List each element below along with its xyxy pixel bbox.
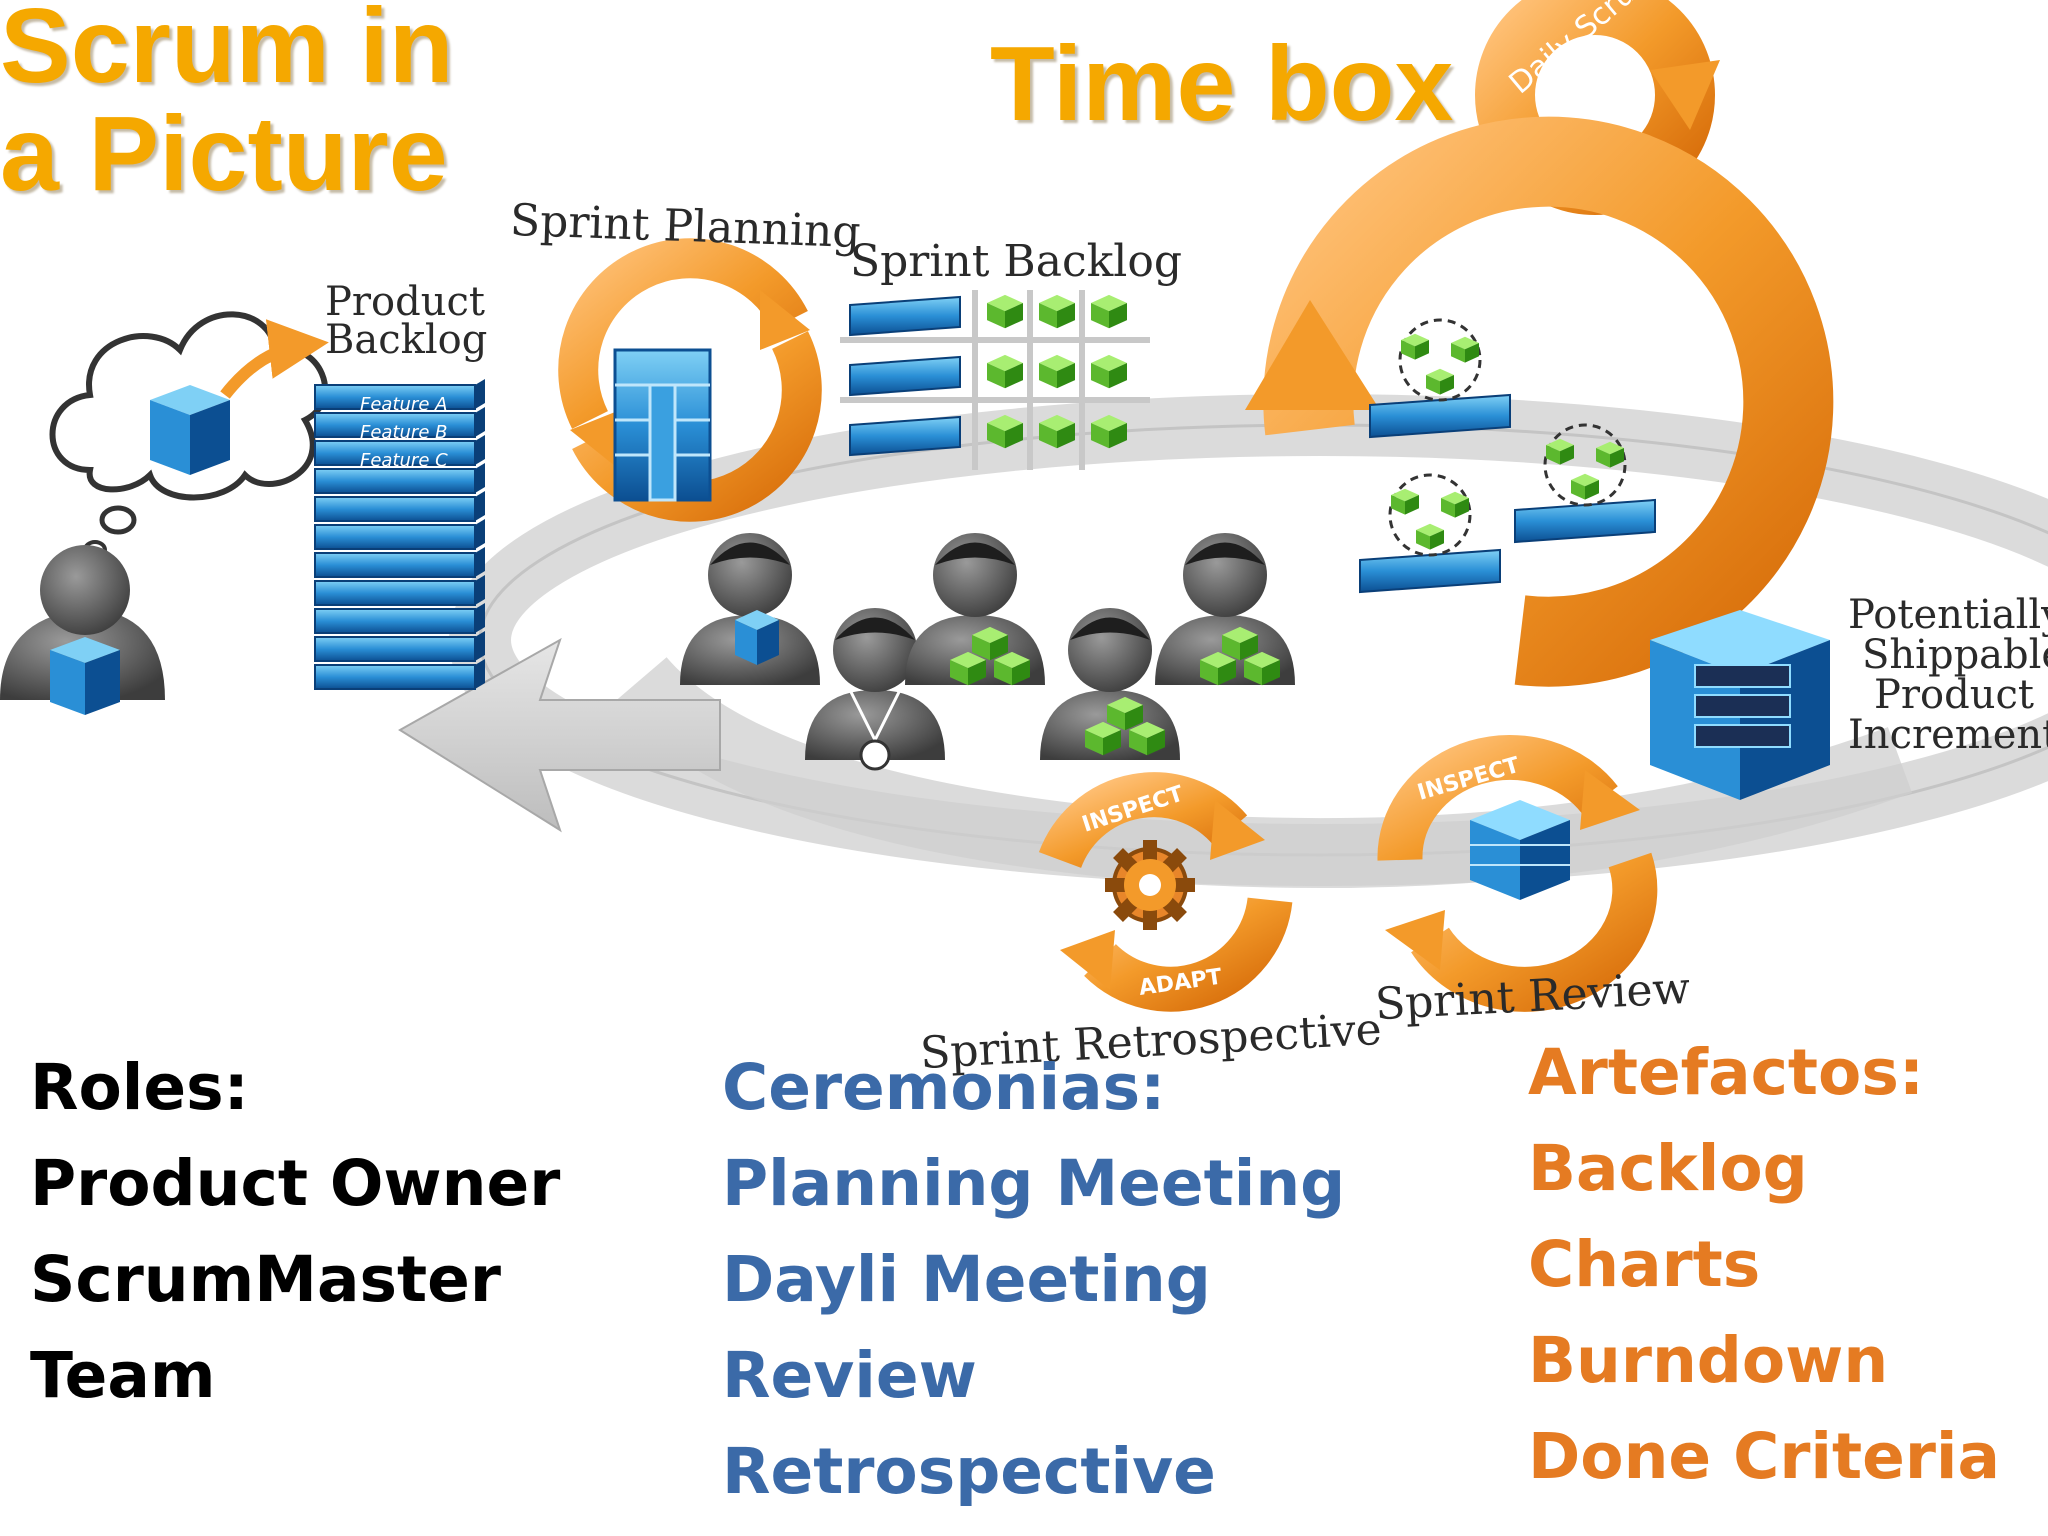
roles-heading: Roles:	[30, 1051, 249, 1124]
review-adapt-label: ADAPT	[1497, 917, 1584, 956]
product-backlog-label-line-2: Backlog	[325, 317, 488, 363]
ceremonia-item: Dayli Meeting	[722, 1243, 1211, 1316]
artefacto-item: Backlog	[1528, 1132, 1808, 1205]
green-cube	[1039, 354, 1075, 389]
green-cube	[1571, 473, 1599, 500]
green-cube	[1091, 294, 1127, 329]
sprint-backlog-label: Sprint Backlog	[850, 236, 1183, 287]
feature-c-label: Feature C	[360, 450, 448, 471]
scrum-team-group	[680, 533, 1295, 771]
green-cube	[987, 294, 1023, 329]
increment-label: Potentially Shippable Product Increment	[1848, 595, 2048, 755]
sprint-backlog-item	[849, 415, 961, 457]
artefacto-item: Burndown	[1528, 1324, 1889, 1397]
green-cube	[1401, 333, 1429, 360]
feature-a-label: Feature A	[360, 394, 447, 415]
scrum-master-figure	[805, 608, 945, 771]
sprint-backlog-item	[849, 355, 961, 397]
artefactos-heading: Artefactos:	[1528, 1036, 1925, 1109]
product-owner-arrow	[220, 319, 329, 399]
product-backlog-stack	[314, 379, 485, 690]
green-cube	[987, 354, 1023, 389]
green-cube	[987, 414, 1023, 449]
green-cube	[1107, 696, 1143, 731]
increment-label-line-4: Increment	[1848, 712, 2048, 758]
timebox-label: Time box	[990, 25, 1454, 143]
backlog-item-block	[314, 468, 476, 494]
backlog-item-block	[314, 580, 476, 606]
green-cube	[994, 651, 1030, 686]
page-title: Scrum in a Picture	[0, 0, 454, 208]
backlog-item-block	[314, 664, 476, 690]
green-cube	[1129, 721, 1165, 756]
increment-label-line-2: Shippable	[1862, 632, 2048, 678]
backlog-item-block	[314, 552, 476, 578]
role-item: ScrumMaster	[30, 1243, 501, 1316]
review-inspect-adapt: INSPECT ADAPT	[1377, 734, 1658, 1012]
green-cube	[1091, 354, 1127, 389]
green-cube	[1416, 523, 1444, 550]
green-cube	[1222, 626, 1258, 661]
backlog-item-block	[314, 636, 476, 662]
sprint-planning-graphic	[558, 238, 822, 522]
green-cube	[1039, 294, 1075, 329]
ring-return-arrowhead	[398, 637, 721, 833]
green-cube	[1426, 368, 1454, 395]
green-cube	[1391, 488, 1419, 515]
green-cube	[1200, 651, 1236, 686]
ceremonias-list: Ceremonias: Planning Meeting Dayli Meeti…	[722, 1040, 1345, 1520]
green-cube	[1546, 438, 1574, 465]
sprint-execution-blocks	[1359, 318, 1656, 594]
green-cube	[1091, 414, 1127, 449]
green-cube	[1596, 441, 1624, 468]
team-member-figure	[680, 533, 820, 685]
backlog-item-block	[314, 496, 476, 522]
product-owner-figure	[0, 545, 165, 715]
green-cube	[1085, 721, 1121, 756]
title-line-2: a Picture	[0, 95, 448, 214]
execution-platform	[1359, 548, 1501, 594]
retrospective-inspect-adapt: INSPECT ADAPT	[1038, 772, 1293, 1012]
product-backlog-label: Product Backlog	[325, 279, 488, 363]
green-cube	[1451, 336, 1479, 363]
ceremonia-item: Review	[722, 1339, 977, 1412]
ceremonias-heading: Ceremonias:	[722, 1051, 1166, 1124]
green-cube	[1039, 414, 1075, 449]
green-cube	[950, 651, 986, 686]
increment-label-line-1: Potentially	[1848, 592, 2048, 638]
title-line-1: Scrum in	[0, 0, 454, 105]
ceremonia-item: Planning Meeting	[722, 1147, 1346, 1220]
execution-platform	[1514, 498, 1656, 544]
artefacto-item: Charts	[1528, 1228, 1761, 1301]
backlog-item-block	[314, 608, 476, 634]
sprint-execution-loop	[1245, 116, 1834, 687]
green-cube	[1244, 651, 1280, 686]
feature-b-label: Feature B	[360, 422, 447, 443]
role-item: Product Owner	[30, 1147, 561, 1220]
increment-cube	[1650, 610, 1830, 800]
ceremonia-item: Retrospective	[722, 1435, 1216, 1508]
increment-label-line-3: Product	[1874, 672, 2034, 718]
execution-platform	[1369, 393, 1511, 439]
sprint-backlog-grid	[840, 290, 1150, 470]
backlog-item-block	[314, 524, 476, 550]
role-item: Team	[30, 1339, 216, 1412]
product-backlog-label-line-1: Product	[325, 279, 485, 325]
sprint-backlog-item	[849, 295, 961, 337]
green-cube	[1441, 491, 1469, 518]
green-cube	[972, 626, 1008, 661]
sprint-planning-label: Sprint Planning	[509, 194, 862, 259]
roles-list: Roles: Product Owner ScrumMaster Team	[30, 1040, 560, 1424]
backlog-item-block	[314, 384, 476, 410]
artefacto-item: Done Criteria	[1528, 1420, 2001, 1493]
artefactos-list: Artefactos: Backlog Charts Burndown Done…	[1528, 1025, 2000, 1505]
